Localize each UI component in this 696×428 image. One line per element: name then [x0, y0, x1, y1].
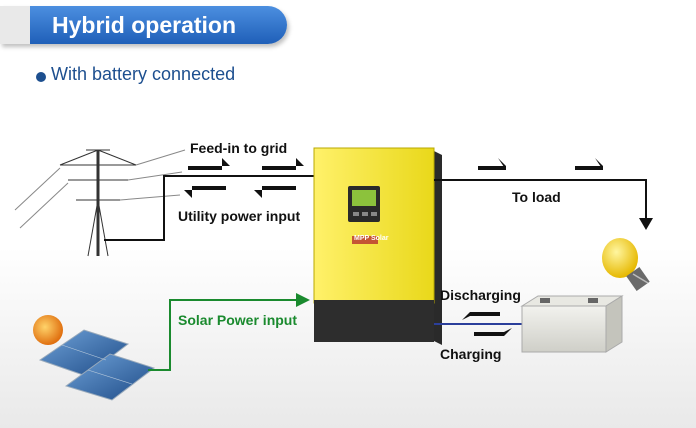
grid-wire [104, 175, 314, 241]
utility-input-label: Utility power input [178, 208, 301, 224]
sun-icon [33, 315, 63, 345]
discharge-arrow [462, 312, 500, 320]
power-pylon-icon [14, 149, 186, 257]
load-wire [434, 179, 647, 220]
page-title: Hybrid operation [52, 12, 237, 38]
charge-arrow [474, 328, 512, 336]
discharging-label: Discharging [440, 287, 521, 303]
feed-in-arrows [188, 158, 304, 170]
bullet-icon [36, 72, 46, 82]
solar-input-label: Solar Power input [178, 312, 298, 328]
load-wire-arrowhead [639, 218, 653, 230]
light-bulb-icon [602, 238, 650, 291]
feed-in-label: Feed-in to grid [190, 140, 288, 156]
solar-wire-arrowhead [296, 293, 310, 307]
utility-arrows [184, 186, 296, 198]
solar-wire [148, 299, 300, 371]
charging-label: Charging [440, 346, 502, 362]
load-arrows [478, 158, 603, 170]
solar-panel-icon [38, 329, 156, 401]
title-tab-band [0, 6, 30, 44]
inverter-icon [313, 147, 442, 345]
battery-icon [520, 295, 624, 353]
title-tab: Hybrid operation [0, 6, 287, 44]
inverter-brand: MPP Solar [354, 235, 389, 242]
to-load-label: To load [512, 189, 561, 205]
subtitle: With battery connected [51, 64, 236, 84]
